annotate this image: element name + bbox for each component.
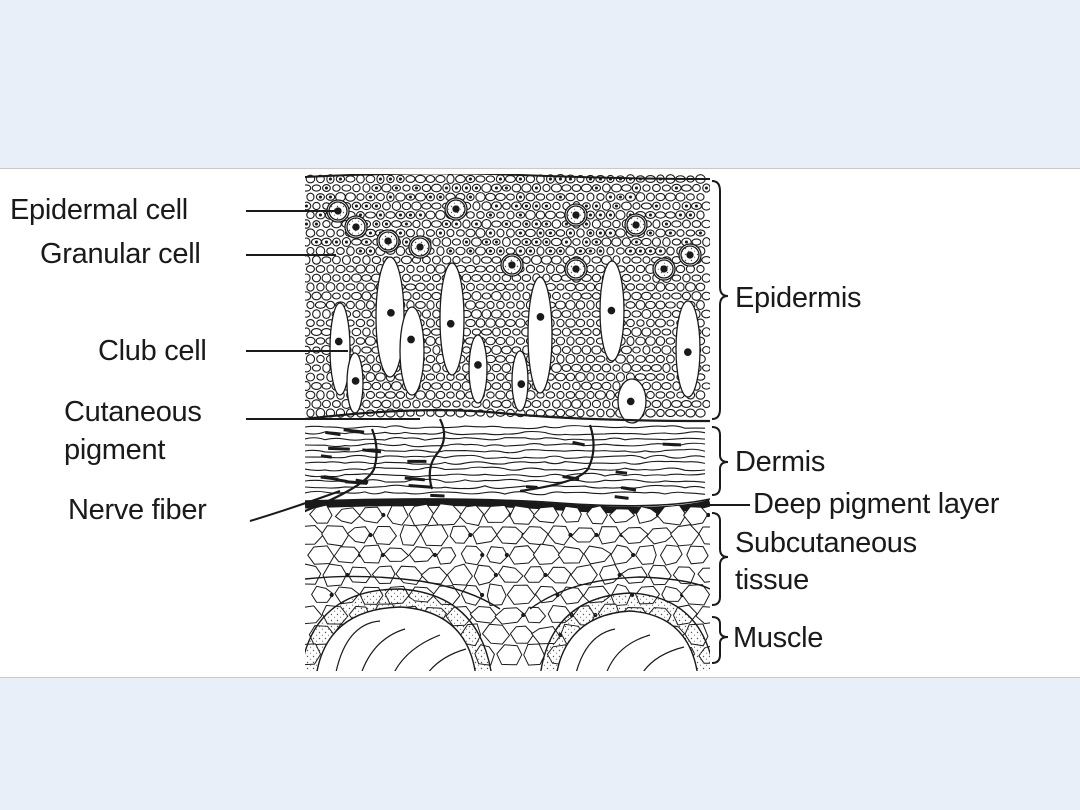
label-dermis: Dermis — [735, 446, 826, 478]
skin-section-figure: Epidermal cell Granular cell Club cell C… — [0, 168, 1080, 678]
label-deep-pigment-layer: Deep pigment layer — [753, 488, 1000, 520]
layer-braces — [711, 180, 729, 664]
skin-cross-section-illustration — [246, 174, 750, 671]
label-muscle: Muscle — [733, 622, 824, 654]
muscle-bundles — [305, 575, 710, 671]
brace-dermis — [711, 426, 729, 496]
label-subcutaneous-line1: Subcutaneous — [735, 527, 917, 559]
label-epidermis: Epidermis — [735, 282, 862, 314]
dermis-fibers — [305, 425, 706, 500]
club-cells — [329, 256, 701, 424]
brace-epidermis — [711, 180, 729, 420]
granular-cells — [326, 197, 702, 281]
label-granular-cell: Granular cell — [40, 238, 201, 270]
leader-lines — [246, 210, 750, 522]
brace-subcutaneous — [711, 512, 729, 606]
brace-muscle — [711, 616, 729, 664]
label-cutaneous-pigment-line1: Cutaneous — [64, 396, 202, 428]
basement-membrane — [305, 408, 710, 423]
label-cutaneous-pigment-line2: pigment — [64, 434, 166, 466]
label-nerve-fiber: Nerve fiber — [68, 494, 207, 526]
label-club-cell: Club cell — [98, 335, 207, 367]
label-subcutaneous-line2: tissue — [735, 564, 809, 596]
label-epidermal-cell: Epidermal cell — [10, 194, 188, 226]
